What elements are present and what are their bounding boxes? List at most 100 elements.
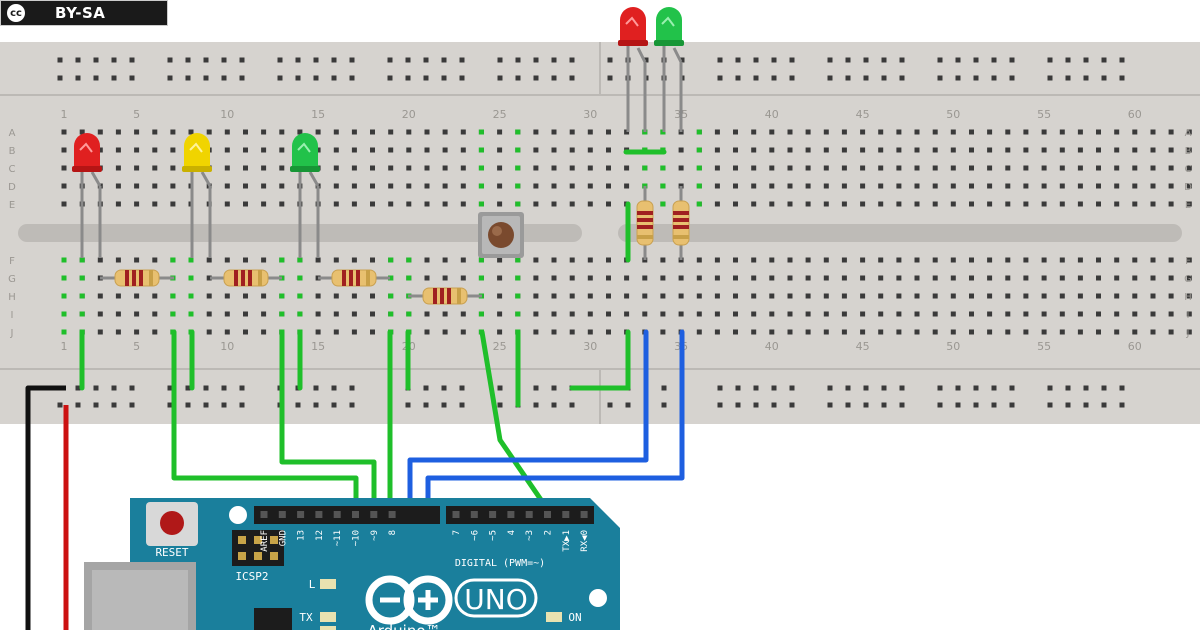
breadboard-hole [1077,293,1083,299]
breadboard-hole [224,293,230,299]
rail-hole [717,402,723,408]
connected-hole [660,183,666,189]
breadboard-hole [1150,293,1156,299]
icsp-pin [254,536,262,544]
breadboard-hole [533,275,539,281]
breadboard-hole [424,201,430,207]
breadboard-hole [569,257,575,263]
breadboard-hole [587,275,593,281]
rail-hole [167,57,173,63]
breadboard-hole [841,257,847,263]
tx-led [320,612,336,622]
breadboard-hole [460,183,466,189]
breadboard-hole [987,201,993,207]
connected-hole [696,183,702,189]
breadboard-hole [370,165,375,171]
breadboard-hole [969,257,974,263]
breadboard-hole [533,293,539,299]
breadboard-hole [243,201,248,207]
rail-hole [239,57,245,63]
breadboard-hole [642,275,648,281]
breadboard-hole [97,129,103,135]
rail-hole [717,385,723,391]
breadboard-hole [424,275,430,281]
breadboard-hole [261,165,267,171]
rail-hole [827,385,833,391]
header-block-right [446,506,594,524]
breadboard-hole [896,329,902,335]
resistor [408,287,482,305]
led-green-2-rim [654,40,684,46]
rail-hole [331,402,337,408]
rail-hole [331,75,337,81]
breadboard-hole [841,275,847,281]
rail-hole [497,402,503,408]
breadboard-hole [950,183,956,189]
rail-hole [313,75,319,81]
breadboard-hole [297,129,303,135]
breadboard-hole [551,293,557,299]
breadboard-hole [914,275,920,281]
breadboard-hole [551,165,557,171]
breadboard-hole [315,129,321,135]
breadboard-hole [805,165,811,171]
breadboard-hole [115,311,121,317]
breadboard-hole [152,147,158,153]
resistors [100,186,690,305]
header-pin [562,511,570,518]
rail-hole [717,57,723,63]
breadboard-hole [460,147,466,153]
resistor-band [673,225,689,229]
rail-hole [607,402,613,408]
breadboard-hole [878,183,884,189]
rail-hole [221,57,227,63]
breadboard-hole [733,129,738,135]
black-ground-wire [25,385,66,630]
breadboard-hole [333,329,339,335]
breadboard-hole [823,329,829,335]
header-block-left [254,506,440,524]
breadboard-hole [224,329,230,335]
breadboard-hole [1168,275,1174,281]
breadboard-hole [460,165,466,171]
rail-hole [845,385,851,391]
breadboard-hole [1059,329,1065,335]
breadboard-hole [714,165,720,171]
breadboard-hole [805,129,811,135]
header-pin [525,511,533,518]
rail-hole [111,385,117,391]
breadboard-hole [714,329,720,335]
breadboard-hole [1059,147,1065,153]
rail-hole [771,75,777,81]
breadboard-hole [333,257,339,263]
breadboard-hole [333,293,339,299]
breadboard-hole [224,165,230,171]
resistor-band [241,270,245,286]
breadboard-hole [1023,165,1029,171]
breadboard-hole [497,183,503,189]
resistor-band [125,270,129,286]
breadboard-hole [1059,183,1065,189]
rail-hole [937,385,943,391]
connected-hole [297,293,303,299]
rail-hole [1101,75,1107,81]
wire-button-to-pin2 [479,329,551,513]
breadboard-hole [115,129,121,135]
connected-hole [188,293,194,299]
rail-hole [1083,75,1089,81]
connected-hole [478,275,484,281]
breadboard-hole [896,293,902,299]
breadboard-hole [714,293,720,299]
breadboard-hole [914,329,920,335]
connected-hole [61,311,67,317]
rail-hole [497,75,503,81]
connected-hole [478,183,484,189]
connected-hole [297,275,303,281]
rail-hole [533,385,539,391]
breadboard-hole [1023,201,1029,207]
breadboard-hole [370,329,375,335]
breadboard-hole [787,201,793,207]
breadboard-hole [261,201,267,207]
rail-hole [955,402,961,408]
breadboard-hole [97,311,103,317]
